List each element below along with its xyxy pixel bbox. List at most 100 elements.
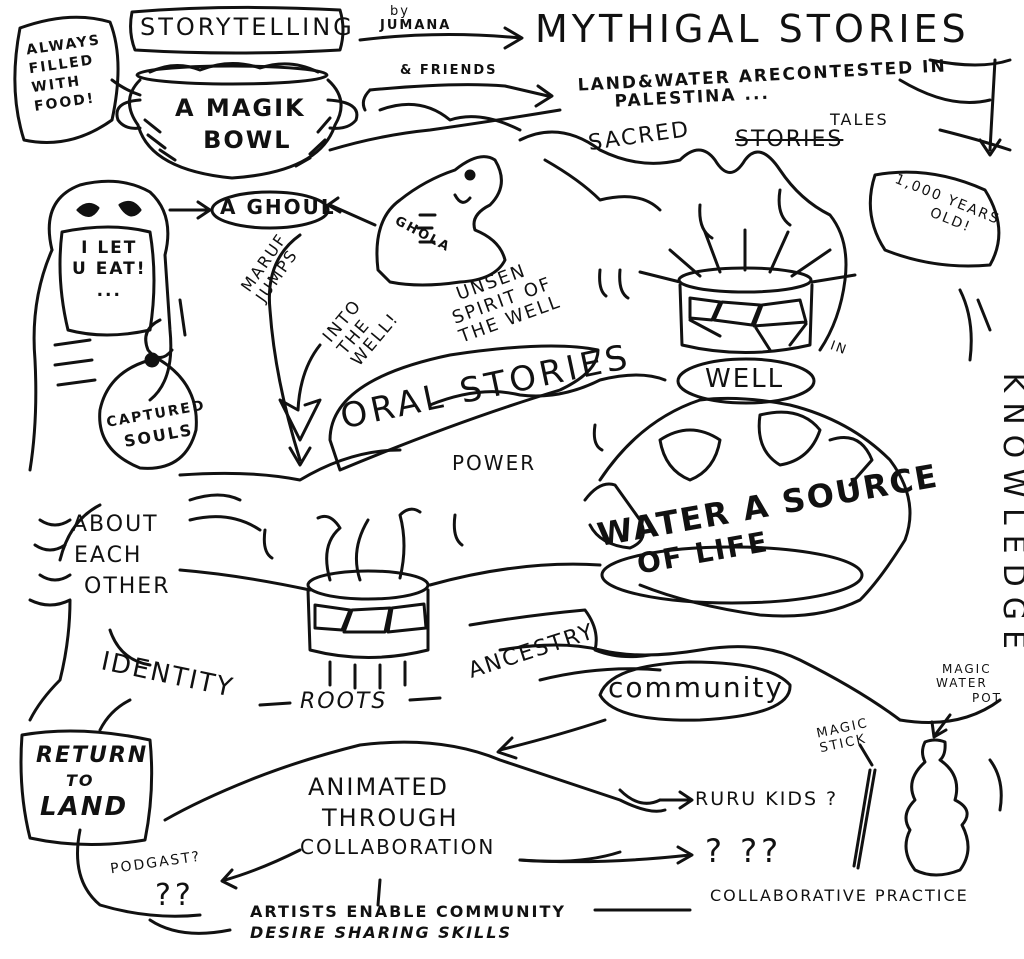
well-oval xyxy=(678,359,814,403)
mid-well-body xyxy=(308,590,428,658)
down-arrow xyxy=(280,345,320,440)
friends-label: & FRIENDS xyxy=(400,63,498,78)
knowledge-arrow-head xyxy=(980,140,1000,155)
each-line: EACH xyxy=(74,542,143,568)
well-stones xyxy=(690,298,806,350)
well-glow xyxy=(640,230,855,282)
community-oval xyxy=(600,662,790,720)
by-text: by xyxy=(390,4,410,19)
ghola-creature xyxy=(377,157,505,285)
artists-line-2: DESIRE SHARING SKILLS xyxy=(250,922,512,942)
mid-well-drips xyxy=(330,662,405,688)
ghoul-arrow-head xyxy=(198,202,210,218)
ghola-eye xyxy=(466,171,474,179)
oral-stories-oval xyxy=(330,346,598,470)
collab-connector xyxy=(378,880,380,905)
return-connector xyxy=(100,700,130,730)
water-stones xyxy=(660,412,872,485)
souls-sack xyxy=(100,360,197,468)
ghola-scales xyxy=(418,215,435,242)
a-ghoul-label: A GHOUL xyxy=(220,195,336,219)
sack-knot xyxy=(146,354,158,366)
oral-wave-2 xyxy=(180,450,400,480)
well-label: WELL xyxy=(705,364,785,394)
ghola-arrow-head xyxy=(328,198,340,212)
u-eat-line: U EAT! xyxy=(72,259,147,280)
magic-water-pot xyxy=(906,740,968,875)
ghoul-eye-l xyxy=(78,204,98,215)
animated-text: ANIMATED THROUGH COLLABORATION xyxy=(300,772,495,860)
ruru-kids: RURU KIDS ? xyxy=(695,788,839,810)
tales-label: TALES xyxy=(830,110,889,129)
always-filled-connector xyxy=(112,80,140,95)
ghola-mouth xyxy=(455,195,470,202)
bottom-wave xyxy=(520,790,660,861)
wavy-left-2 xyxy=(60,505,150,665)
magic-stick xyxy=(854,770,875,868)
community-label: community xyxy=(608,671,784,704)
of-life-oval xyxy=(602,547,862,603)
roots-label: ROOTS xyxy=(300,689,388,714)
ghoul-ribs xyxy=(55,340,95,385)
animated-outline xyxy=(165,742,665,820)
podcast-question-marks: ?? xyxy=(155,878,195,913)
well-hooks xyxy=(620,190,790,298)
ghoul-eye-r xyxy=(120,202,140,215)
ancestry-wave xyxy=(500,645,900,720)
mid-well-hooks xyxy=(264,270,606,558)
about-waves xyxy=(35,520,70,580)
ghoul-body-left xyxy=(30,250,52,470)
by-jumana: by JUMANA xyxy=(380,5,451,32)
a-ghoul-oval xyxy=(212,192,328,228)
bowl-food xyxy=(150,63,318,72)
hand-shape xyxy=(585,484,643,548)
podcast-arrow-head xyxy=(222,870,236,888)
ruru-arrow-head xyxy=(680,792,692,808)
arrow-to-mythical xyxy=(360,34,520,40)
identity-dash xyxy=(260,703,290,705)
bowl-handle-right xyxy=(328,100,357,128)
maruf-arrow xyxy=(269,235,300,460)
well-body xyxy=(680,285,812,353)
bowl-line: BOWL xyxy=(203,126,292,155)
to-line: TO xyxy=(66,770,95,790)
i-let-line: I LET xyxy=(81,238,138,258)
ellipsis-line: ... xyxy=(96,280,122,301)
wavy-left xyxy=(30,600,70,720)
return-to-land: RETURN TO LAND xyxy=(36,742,148,825)
magic-pot-label: MAGIC WATER POT xyxy=(928,662,1002,705)
ghoul-speech: I LET U EAT! ... xyxy=(72,238,147,302)
magik-line: A MAGIK xyxy=(175,94,306,122)
maruf-arrow-head xyxy=(290,448,310,465)
water-source-outline xyxy=(600,398,910,616)
return-line: RETURN xyxy=(36,743,149,768)
ghola-arrow xyxy=(330,205,375,225)
always-filled-bubble xyxy=(15,17,118,142)
ancestry-line xyxy=(540,669,660,680)
other-line: OTHER xyxy=(84,573,171,599)
knowledge-label: KNOWLEDGE xyxy=(995,372,1024,659)
thousand-years-bubble xyxy=(870,172,999,266)
friends-connector xyxy=(363,90,370,110)
mountain-outline xyxy=(520,132,846,350)
about-each-other: ABOUT EACH OTHER xyxy=(72,510,170,602)
q-arrow-head xyxy=(678,847,692,863)
arrow-head-1 xyxy=(505,28,522,48)
artists-text: ARTISTS ENABLE COMMUNITY DESIRE SHARING … xyxy=(250,902,566,944)
jumana-text: JUMANA xyxy=(380,17,452,33)
mid-well-stones xyxy=(315,604,426,632)
mid-well-rim xyxy=(308,571,428,599)
artists-line-1: ARTISTS ENABLE COMMUNITY xyxy=(250,902,566,921)
bowl-hatch-2 xyxy=(296,118,330,166)
always-filled-label: ALWAYS FILLED WITH FOOD! xyxy=(25,31,110,116)
center-line-3 xyxy=(470,610,650,657)
pot-line-3: POT xyxy=(972,690,1003,705)
magic-stick-arrow xyxy=(860,745,872,765)
arrow-head-2 xyxy=(536,86,552,106)
bowl-hatch-1 xyxy=(145,120,175,160)
right-edge-wave xyxy=(900,700,1001,810)
land-line: LAND xyxy=(40,792,129,823)
community-arrow xyxy=(500,720,605,750)
arrow-to-land-water xyxy=(370,85,548,96)
